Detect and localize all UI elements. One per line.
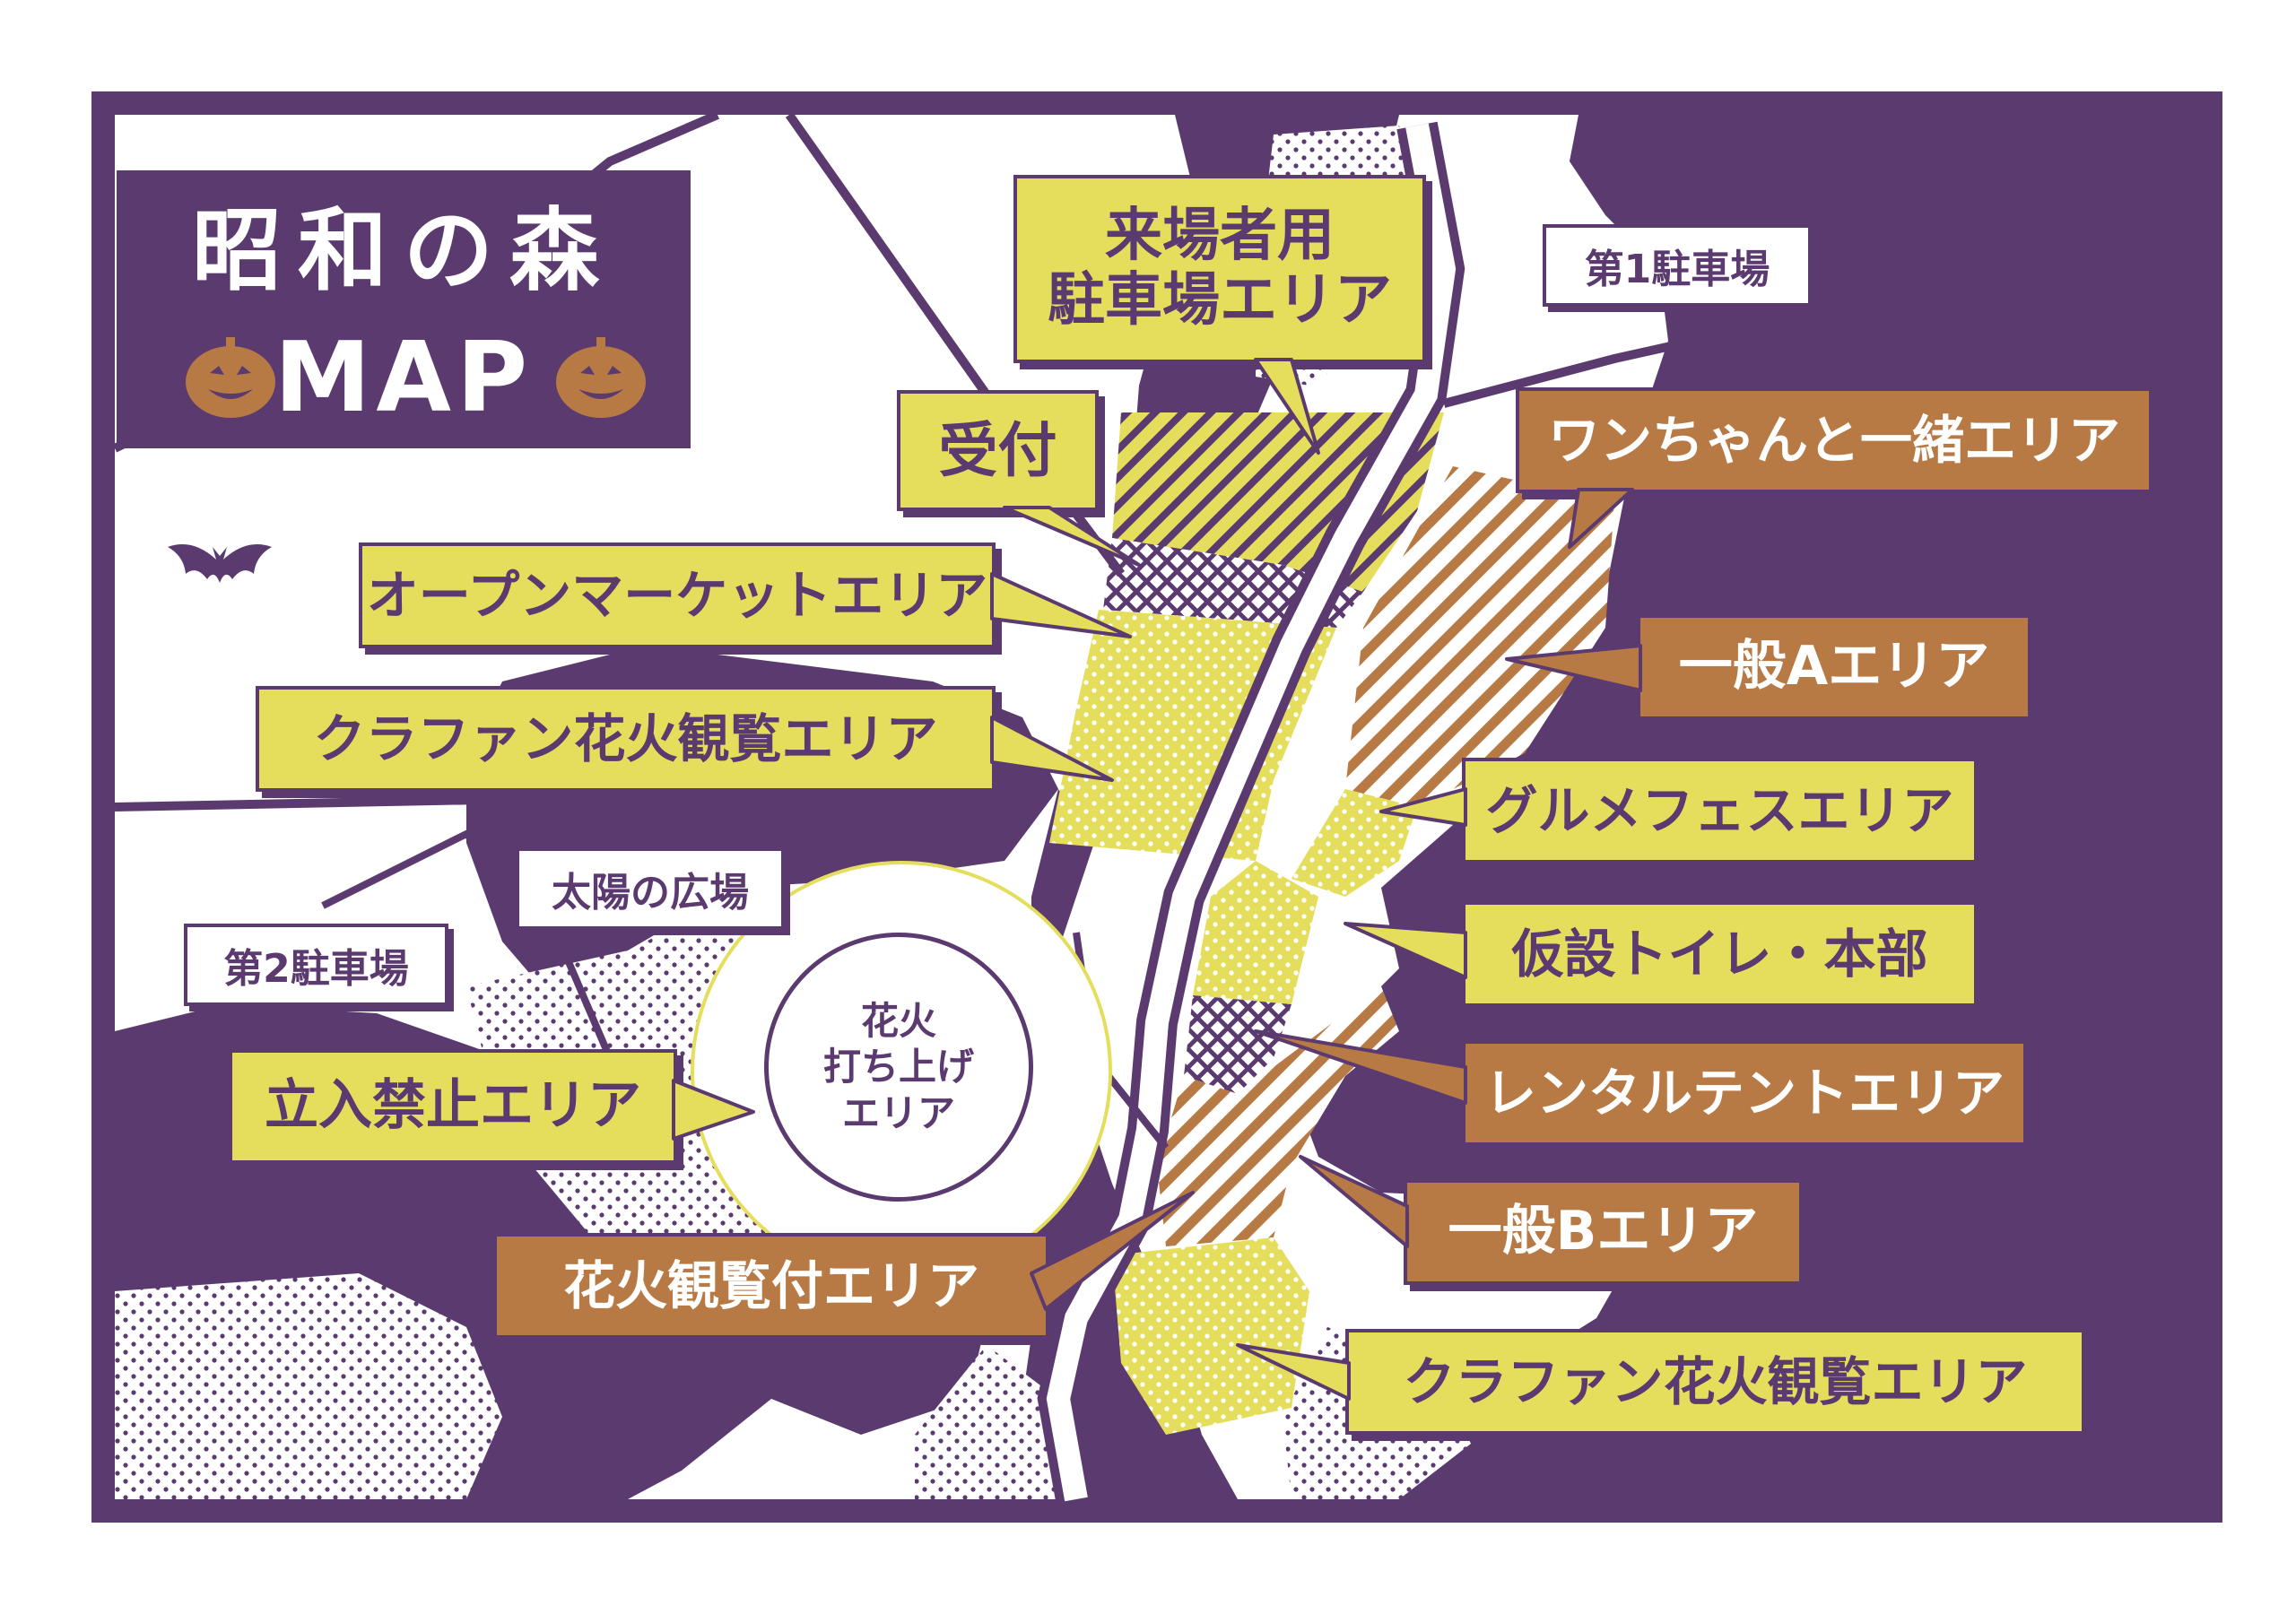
visitor-parking-line-1: 来場者用 (1105, 203, 1335, 270)
visitor-parking-line-2: 駐車場エリア (1048, 267, 1392, 334)
visitor-parking-callout: 来場者用 駐車場エリア (1013, 175, 1426, 363)
rental-tent-callout: レンタルテントエリア (1462, 1040, 2027, 1146)
title-panel: 昭和の森 MAP (117, 170, 691, 448)
bat-icon (168, 544, 272, 583)
crowdfunding-bottom-callout: クラファン花火観覧エリア (1345, 1329, 2085, 1435)
pumpkin-icon (186, 337, 275, 418)
fireworks-viewing-callout: 花火観覧付エリア (493, 1233, 1049, 1339)
crowdfunding-top-callout: クラファン花火観覧エリア (256, 686, 996, 792)
open-market-callout: オープンマーケットエリア (359, 542, 996, 648)
pumpkin-icon (556, 337, 646, 418)
parking-1-label: 第1駐車場 (1543, 224, 1812, 307)
reception-callout: 受付 (897, 390, 1099, 511)
general-b-callout: 一般Bエリア (1404, 1179, 1803, 1285)
parking-2-label: 第2駐車場 (184, 924, 448, 1006)
dog-area-callout: ワンちゃんと一緒エリア (1516, 387, 2152, 493)
general-a-callout: 一般Aエリア (1637, 614, 2031, 720)
launch-line-1: 花火 (860, 999, 936, 1044)
fireworks-launch-area: 花火 打ち上げ エリア (764, 933, 1033, 1202)
toilet-hq-callout: 仮設トイレ・本部 (1462, 901, 1978, 1007)
map-subtitle: MAP (274, 322, 534, 434)
no-entry-callout: 立入禁止エリア (229, 1049, 677, 1164)
sun-plaza-label: 太陽の広場 (516, 847, 785, 930)
launch-line-2: 打ち上げ (822, 1045, 974, 1089)
launch-line-3: エリア (841, 1090, 955, 1135)
bat-icon (2037, 1182, 2134, 1219)
gourmet-callout: グルメフェスエリア (1462, 758, 1978, 864)
map-title: 昭和の森 (192, 198, 615, 303)
